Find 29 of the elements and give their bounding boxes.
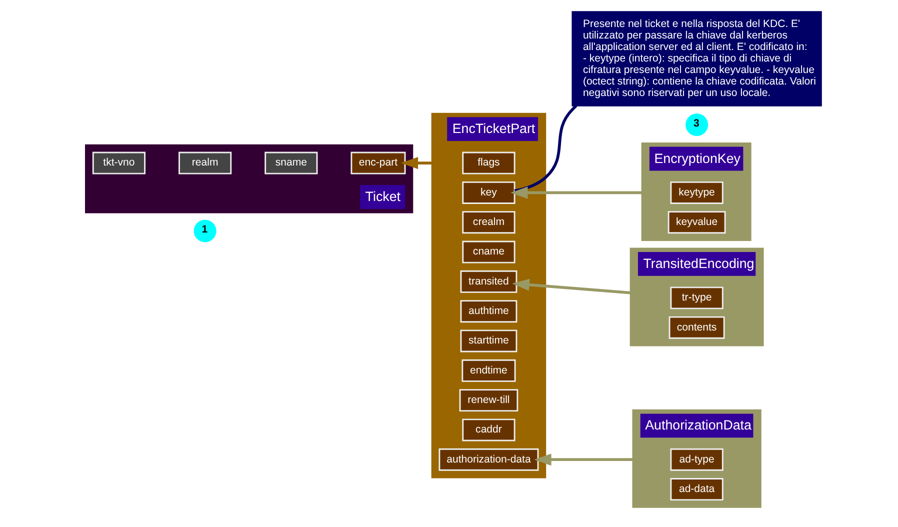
node-box: caddr (462, 418, 515, 442)
node-circle: 3 (685, 114, 708, 136)
node-box: contents (668, 316, 724, 339)
node-box: authorization-data (438, 448, 538, 471)
node-box: ad-type (670, 448, 723, 471)
node-box: crealm (462, 211, 515, 234)
node-box: endtime (461, 359, 516, 382)
node-box: key (462, 181, 515, 204)
node-circle: 1 (193, 220, 216, 242)
connector (514, 104, 577, 192)
arrow (400, 157, 432, 170)
node-box: renew-till (458, 389, 518, 412)
node-box: ad-data (670, 478, 723, 501)
node-box: tkt-vno (92, 152, 146, 174)
node-box: enc-part (350, 152, 406, 174)
arrow (534, 454, 632, 466)
node-box: realm (178, 152, 232, 174)
node-box: authtime (460, 300, 517, 323)
node-box: Presente nel ticket e nella risposta del KDC. E' utilizzato per passare la chiave dal kerberos all'application server ed al client. E' codificato in: - keytype (intero): specifica il tipo di chiave di cifratura presente nel campo keyvalue. - keyvalue (octect string): contiene la chiave codificata. Valori negativi sono riservati per un uso locale. (571, 11, 822, 106)
node-box: cname (462, 240, 515, 264)
node-box: keytype (670, 181, 723, 204)
node-box: transited (460, 270, 517, 293)
node-box: flags (462, 152, 515, 174)
node-box: sname (264, 152, 318, 174)
arrow (512, 278, 630, 294)
arrow (510, 186, 642, 199)
node-box: starttime (460, 330, 517, 352)
node-box: keyvalue (667, 211, 726, 234)
node-box: tr-type (670, 286, 723, 310)
